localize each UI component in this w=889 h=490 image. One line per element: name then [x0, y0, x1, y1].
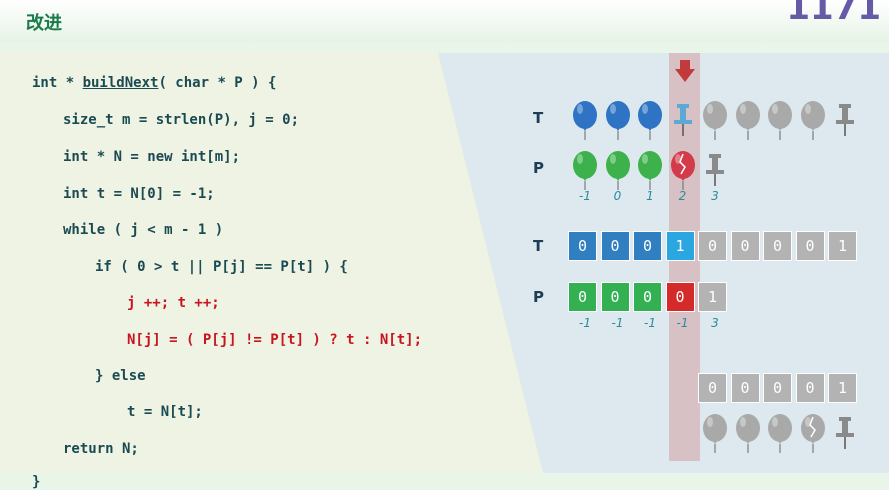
- text-cell: 0: [568, 231, 597, 261]
- pattern-row-pin-icon: [700, 150, 730, 190]
- text-row-balloon-icon: [733, 100, 763, 140]
- pattern-row-balloon-icon: [668, 150, 698, 190]
- code-line-8: N[j] = ( P[j] != P[t] ) ? t : N[t];: [127, 332, 423, 348]
- header-bar: 改进 1171: [0, 0, 889, 42]
- pattern-cell-index-label: -1: [579, 316, 591, 330]
- code-line-1: int * buildNext( char * P ) {: [32, 75, 277, 91]
- text-cell: 0: [763, 231, 792, 261]
- bottom-cell: 1: [828, 373, 857, 403]
- text-row-balloon-icon: [603, 100, 633, 140]
- text-row-pin-icon: [830, 100, 860, 140]
- code-line-6: if ( 0 > t || P[j] == P[t] ) {: [95, 259, 348, 275]
- pattern-cell: 0: [633, 282, 662, 312]
- bottom-row-balloon-icon: [700, 413, 730, 453]
- row-label-T-cells: T: [533, 237, 544, 255]
- pattern-row-balloon-icon: [570, 150, 600, 190]
- code-line-7: j ++; t ++;: [127, 295, 220, 311]
- code-line-9: } else: [95, 368, 146, 384]
- pattern-balloon-index-label: -1: [579, 189, 591, 203]
- text-row-balloon-icon: [700, 100, 730, 140]
- code-line-2: size_t m = strlen(P), j = 0;: [63, 112, 300, 128]
- bottom-row-pin-icon: [830, 413, 860, 453]
- row-label-T-balloons: T: [533, 109, 544, 127]
- pattern-balloon-index-label: 1: [646, 189, 654, 203]
- text-cell: 0: [730, 231, 760, 261]
- text-row-balloon-icon: [765, 100, 795, 140]
- pattern-row-balloon-icon: [603, 150, 633, 190]
- pattern-balloon-index-label: 2: [678, 189, 687, 203]
- pattern-row-balloon-icon: [635, 150, 665, 190]
- text-cell: 0: [633, 231, 662, 261]
- code-line-3: int * N = new int[m];: [63, 149, 241, 165]
- function-name-link[interactable]: buildNext: [82, 75, 159, 91]
- text-cell: 1: [828, 231, 857, 261]
- down-arrow-icon: [675, 60, 695, 82]
- text-row-balloon-icon: [635, 100, 665, 140]
- row-label-P-balloons: P: [533, 159, 544, 177]
- code-line-12: }: [32, 474, 41, 490]
- text-row-balloon-icon: [798, 100, 828, 140]
- pattern-balloon-index-label: 3: [711, 189, 719, 203]
- code-line-4: int t = N[0] = -1;: [63, 186, 215, 202]
- bottom-cell: 0: [763, 373, 792, 403]
- text-cell: 0: [795, 231, 825, 261]
- row-label-P-cells: P: [533, 288, 544, 306]
- slide-number: 1171: [786, 0, 881, 28]
- bottom-cell: 0: [730, 373, 760, 403]
- pattern-balloon-index-label: 0: [613, 189, 622, 203]
- pattern-cell: 1: [698, 282, 727, 312]
- code-line-10: t = N[t];: [127, 404, 203, 420]
- bottom-row-balloon-icon: [733, 413, 763, 453]
- pattern-cell: 0: [665, 282, 695, 312]
- bottom-cell: 0: [795, 373, 825, 403]
- pattern-cell-index-label: 3: [711, 316, 719, 330]
- code-panel: [0, 53, 545, 473]
- code-line-5: while ( j < m - 1 ): [63, 222, 224, 238]
- pattern-cell: 0: [600, 282, 630, 312]
- text-cell: 0: [698, 231, 727, 261]
- text-row-balloon-icon: [570, 100, 600, 140]
- bottom-cell: 0: [698, 373, 727, 403]
- bottom-row-balloon-icon: [765, 413, 795, 453]
- text-cell: 0: [600, 231, 630, 261]
- pattern-cell-index-label: -1: [676, 316, 689, 330]
- text-cell: 1: [665, 231, 695, 261]
- text-row-pin-icon: [668, 100, 698, 140]
- pattern-cell-index-label: -1: [644, 316, 656, 330]
- slide-title: 改进: [26, 13, 62, 34]
- pattern-cell: 0: [568, 282, 597, 312]
- pattern-cell-index-label: -1: [611, 316, 624, 330]
- bottom-row-balloon-icon: [798, 413, 828, 453]
- code-line-11: return N;: [63, 441, 139, 457]
